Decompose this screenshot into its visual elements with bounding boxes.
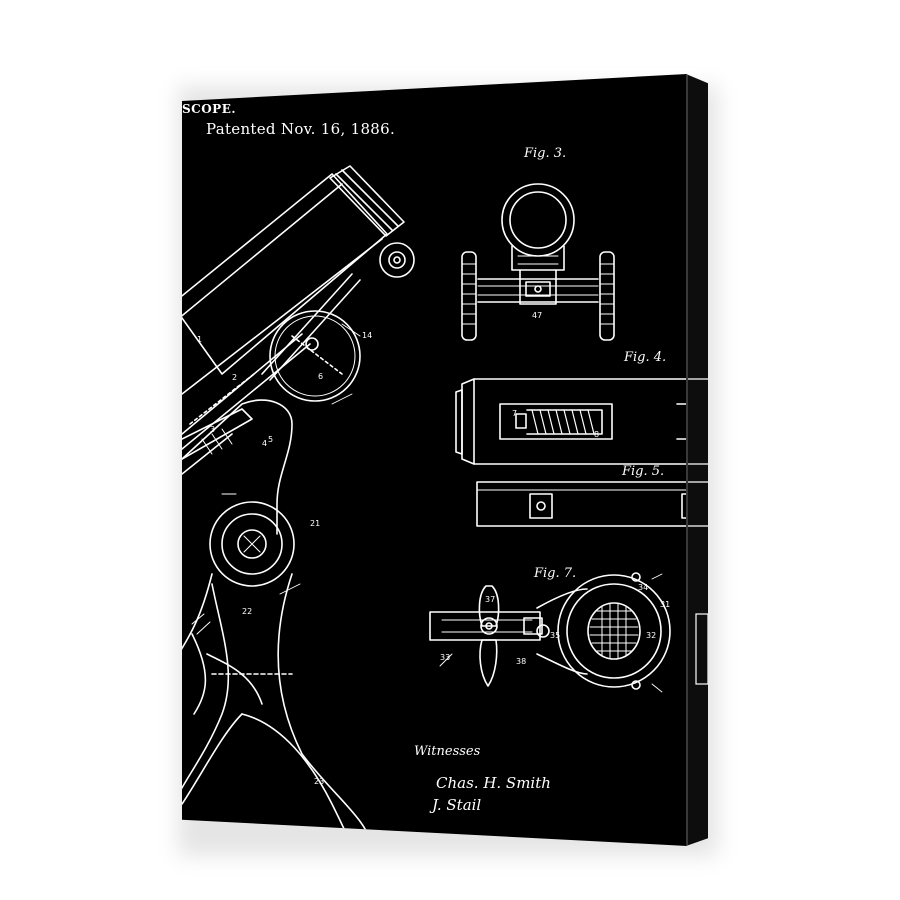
witness-signature-1: Chas. H. Smith [436, 774, 551, 792]
figure-3-drawing [462, 184, 614, 340]
canvas-side-wrap [686, 74, 708, 846]
figure-3-label: Fig. 3. [524, 146, 567, 161]
numeral-8: 8 [594, 430, 599, 439]
numeral-47: 47 [532, 311, 542, 320]
witness-signature-2: J. Stail [432, 796, 482, 814]
figure-5-drawing [477, 482, 687, 526]
numeral-37: 37 [485, 595, 495, 604]
reference-numerals: 1 2 3 4 5 6 7 8 14 21 22 23 31 32 33 34 … [197, 311, 670, 786]
canvas-edge-highlight [686, 74, 688, 846]
numeral-3: 3 [210, 425, 215, 434]
microscope-patent-drawing: 1 2 3 4 5 6 7 8 14 21 22 23 31 32 33 34 … [182, 74, 687, 846]
numeral-34: 34 [638, 583, 648, 592]
numeral-22: 22 [242, 607, 252, 616]
figure-7-drawing [430, 573, 670, 689]
figure-5-label: Fig. 5. [622, 464, 665, 479]
numeral-4: 4 [262, 439, 267, 448]
canvas-print-front: SCOPE. Patented Nov. 16, 1886. Fig. 3. F… [182, 74, 687, 846]
microscope-main-figure [182, 166, 414, 846]
figure-7-label: Fig. 7. [534, 566, 577, 581]
numeral-38: 38 [516, 657, 526, 666]
numeral-35: 35 [550, 631, 560, 640]
numeral-32: 32 [646, 631, 656, 640]
side-wrap-drawing [686, 378, 708, 685]
numeral-1: 1 [197, 335, 202, 344]
numeral-2: 2 [232, 373, 237, 382]
witnesses-label: Witnesses [414, 744, 481, 759]
numeral-5: 5 [268, 435, 273, 444]
patent-date: Patented Nov. 16, 1886. [206, 120, 396, 138]
numeral-31: 31 [660, 600, 670, 609]
patent-title-fragment: SCOPE. [182, 102, 237, 116]
figure-4-drawing [456, 379, 687, 464]
numeral-7: 7 [512, 409, 517, 418]
numeral-6: 6 [318, 372, 323, 381]
numeral-21: 21 [310, 519, 320, 528]
numeral-23: 23 [314, 777, 324, 786]
leader-lines [280, 324, 662, 692]
figure-4-label: Fig. 4. [624, 350, 667, 365]
numeral-14: 14 [362, 331, 372, 340]
numeral-33: 33 [440, 653, 450, 662]
